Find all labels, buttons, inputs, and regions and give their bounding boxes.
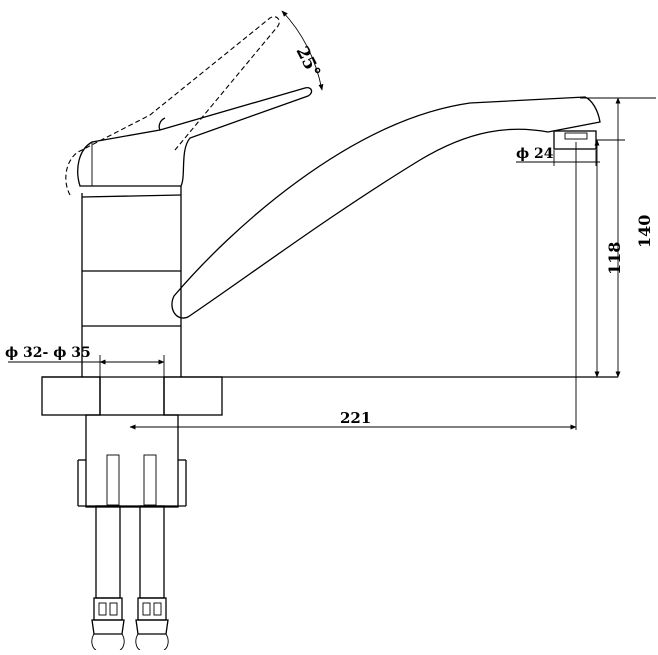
mount-hole-dimension: ϕ 32- ϕ 35 [5, 345, 165, 377]
faucet-body [81, 186, 182, 377]
total-height-dimension: 140 [580, 97, 656, 378]
lever-handle [77, 87, 313, 187]
spout-reach-dimension: 221 [129, 409, 577, 430]
lever-angle-label: 25° [292, 43, 324, 81]
spout [171, 96, 601, 319]
total-height-label: 140 [635, 215, 654, 248]
mounting-shank [77, 414, 187, 508]
spout-reach-label: 221 [340, 409, 371, 427]
flex-hose-left [91, 505, 125, 651]
mount-hole-label: ϕ 32- ϕ 35 [5, 345, 91, 361]
spout-height-label: 118 [605, 242, 624, 275]
aerator-diameter-label: ϕ 24 [516, 146, 554, 162]
aerator [553, 130, 597, 150]
lever-angle-dimension: 25° [281, 10, 324, 91]
countertop-section [41, 376, 618, 416]
spout-height-dimension: 118 [575, 139, 625, 430]
flex-hose-right [135, 505, 169, 651]
lever-raised-outline [65, 16, 280, 196]
